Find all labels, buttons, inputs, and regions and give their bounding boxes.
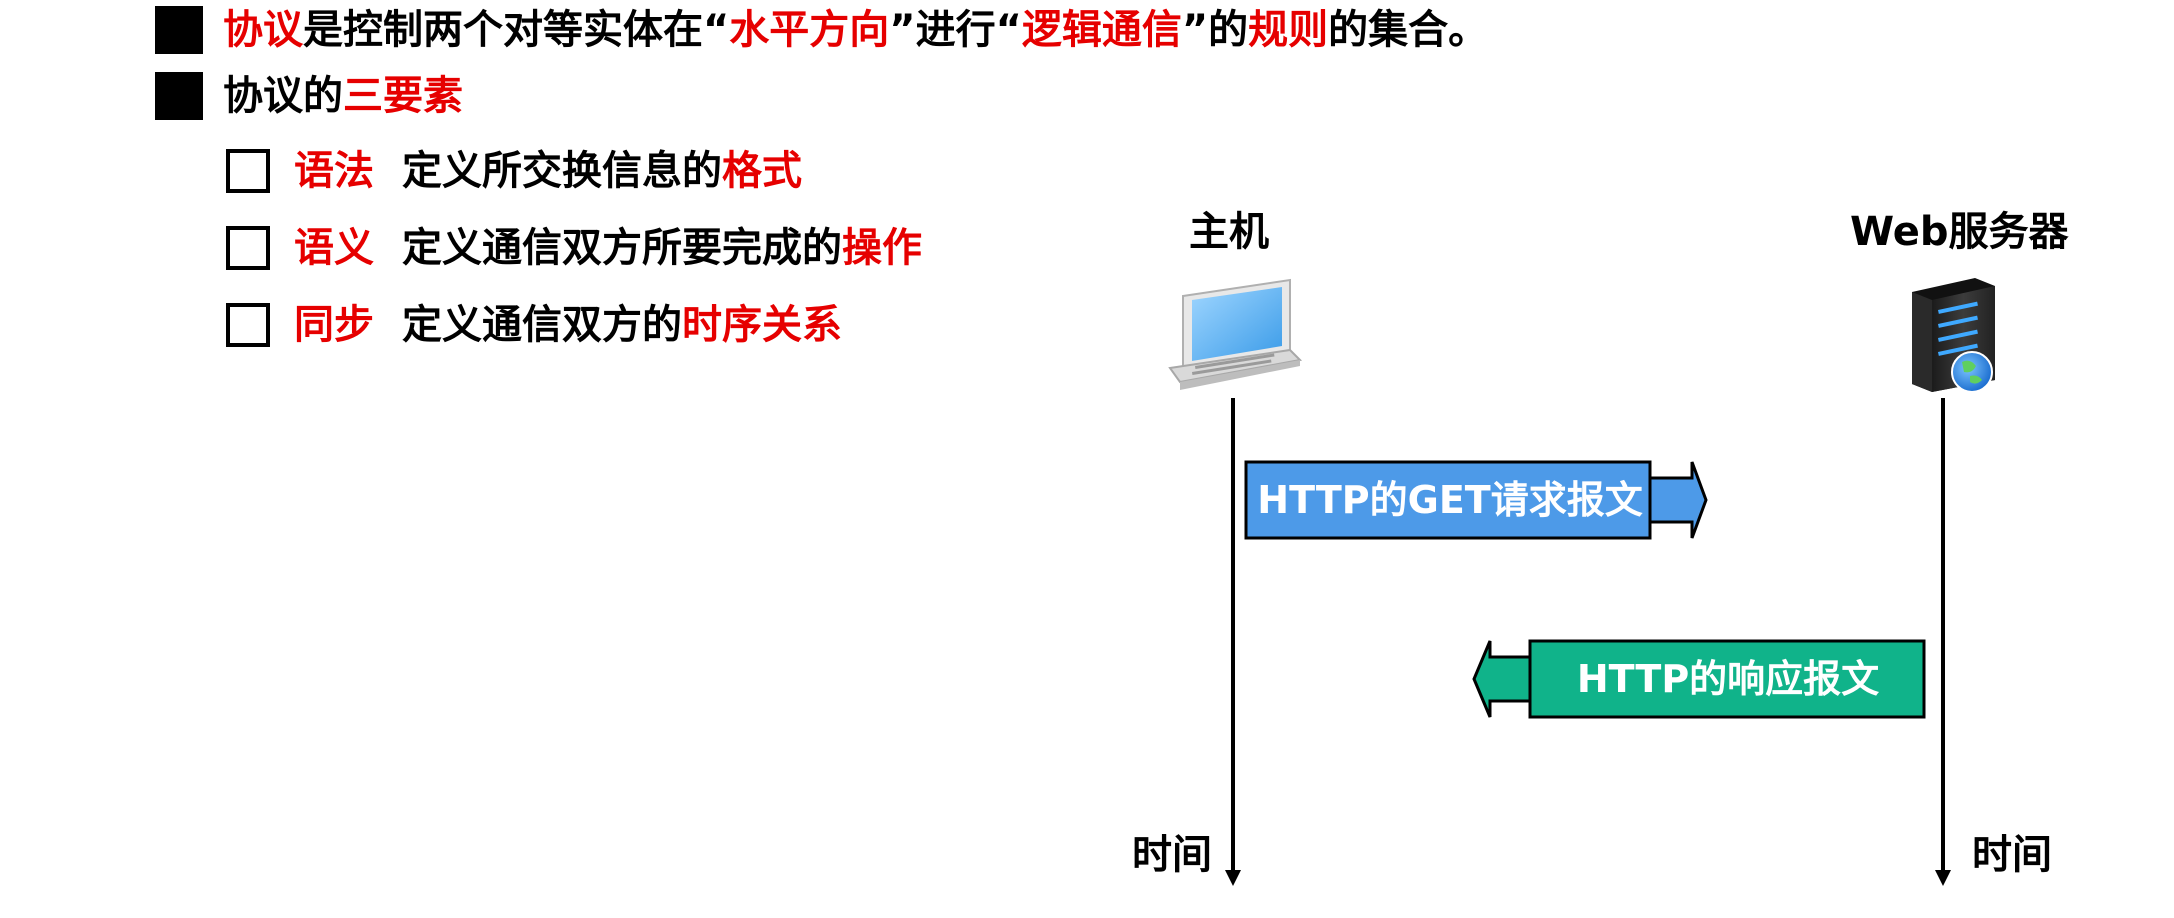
bullet-square bbox=[155, 6, 203, 54]
item-highlight: 时序关系 bbox=[682, 302, 842, 348]
checkbox-square bbox=[226, 149, 270, 193]
definition-highlight-logical: 逻辑通信 bbox=[1021, 7, 1182, 53]
elements-line: 协议的 三要素 bbox=[155, 72, 463, 120]
time-label-left: 时间 bbox=[1132, 832, 1212, 878]
definition-keyword: 协议 bbox=[223, 7, 303, 53]
laptop-icon bbox=[1168, 278, 1303, 390]
host-lifeline bbox=[1225, 398, 1241, 886]
definition-highlight-rules: 规则 bbox=[1248, 7, 1329, 53]
item-semantics: 语义 定义通信双方所要完成的 操作 bbox=[226, 226, 922, 270]
item-syntax: 语法 定义所交换信息的 格式 bbox=[226, 149, 802, 193]
server-lifeline bbox=[1935, 398, 1951, 886]
item-desc: 定义所交换信息的 bbox=[402, 148, 722, 194]
elements-highlight: 三要素 bbox=[343, 73, 463, 119]
bullet-square bbox=[155, 72, 203, 120]
definition-text: ”的 bbox=[1181, 7, 1249, 53]
item-term: 语法 bbox=[294, 148, 374, 194]
definition-highlight-horizontal: 水平方向 bbox=[729, 7, 890, 53]
checkbox-square bbox=[226, 303, 270, 347]
time-label-right: 时间 bbox=[1972, 832, 2052, 878]
definition-line: 协议 是控制两个对等实体在“ 水平方向 ”进行“ 逻辑通信 ”的 规则 的集合。 bbox=[155, 6, 1488, 54]
server-label: Web服务器 bbox=[1850, 209, 2069, 255]
definition-text: 的集合。 bbox=[1328, 7, 1489, 53]
item-desc: 定义通信双方所要完成的 bbox=[402, 225, 842, 271]
elements-text: 协议的 bbox=[223, 73, 343, 119]
item-highlight: 格式 bbox=[722, 148, 802, 194]
item-highlight: 操作 bbox=[842, 225, 922, 271]
response-message-text: HTTP的响应报文 bbox=[1576, 657, 1880, 701]
item-term: 语义 bbox=[294, 225, 374, 271]
server-icon bbox=[1912, 278, 1995, 393]
response-arrow bbox=[1472, 639, 1926, 719]
host-label: 主机 bbox=[1189, 209, 1269, 255]
request-message-text: HTTP的GET请求报文 bbox=[1257, 478, 1643, 522]
item-term: 同步 bbox=[294, 302, 374, 348]
item-desc: 定义通信双方的 bbox=[402, 302, 682, 348]
definition-text: ”进行“ bbox=[889, 7, 1022, 53]
request-arrow bbox=[1244, 460, 1708, 540]
item-timing: 同步 定义通信双方的 时序关系 bbox=[226, 303, 842, 347]
checkbox-square bbox=[226, 226, 270, 270]
definition-text: 是控制两个对等实体在“ bbox=[303, 7, 730, 53]
